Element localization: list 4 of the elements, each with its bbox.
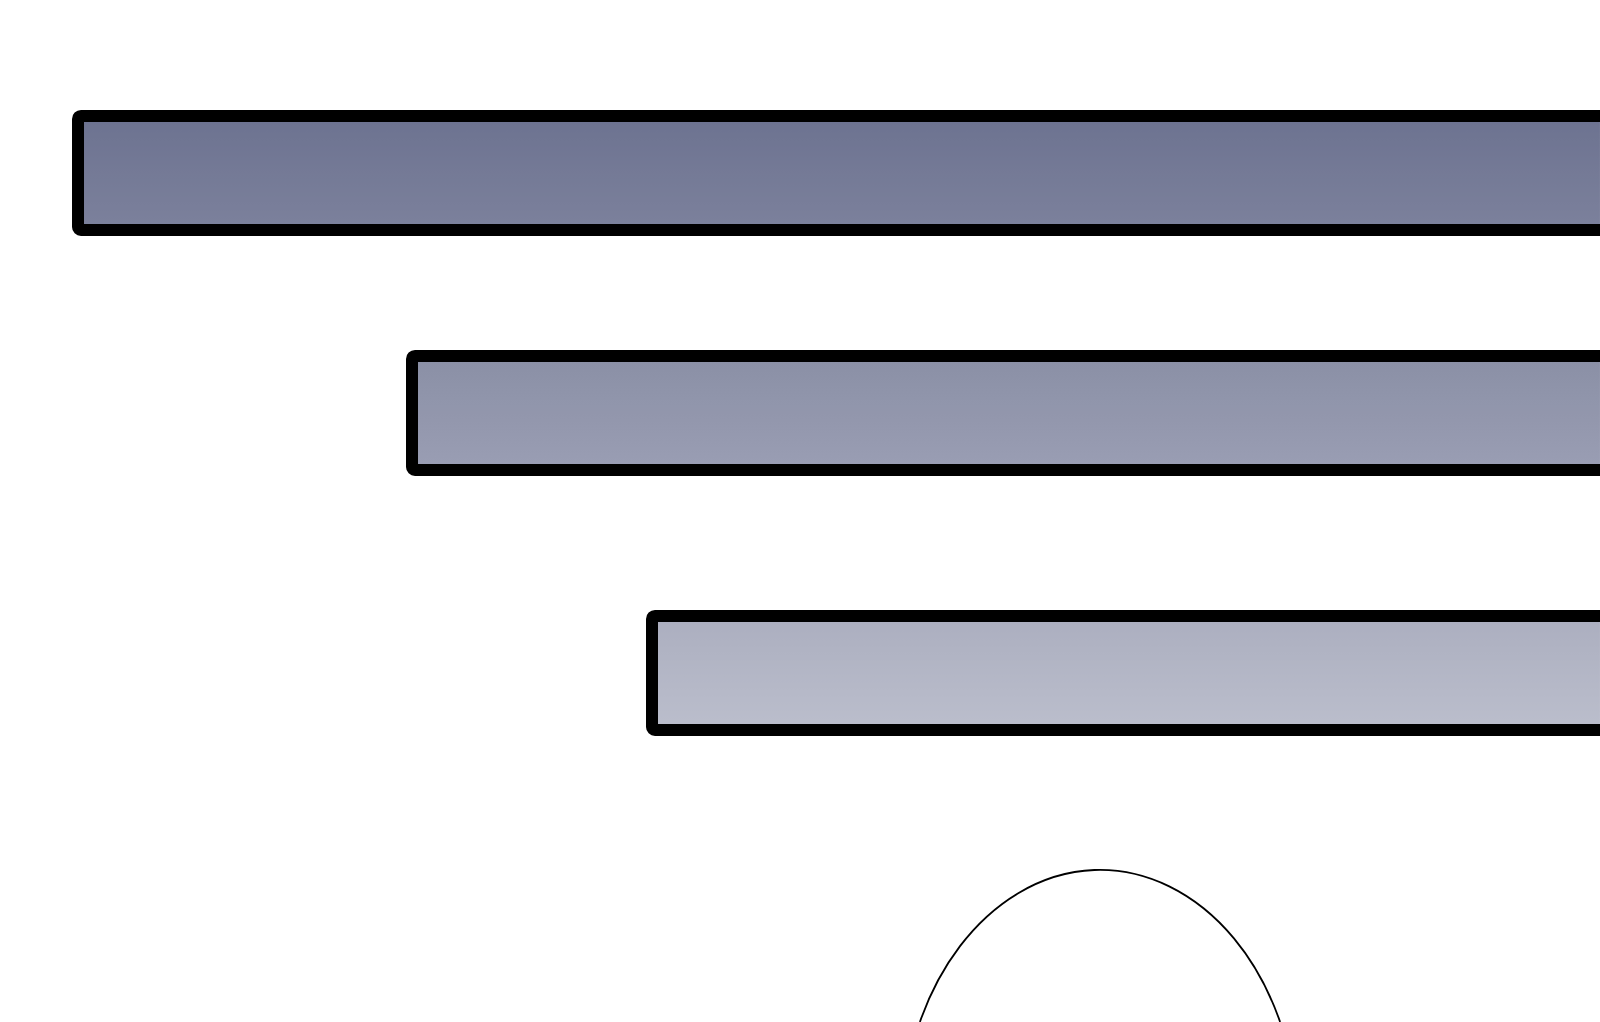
arc [919, 869, 1281, 1022]
horizontal-bar [646, 609, 1600, 736]
horizontal-bar [72, 110, 1600, 236]
horizontal-bar [406, 349, 1600, 476]
